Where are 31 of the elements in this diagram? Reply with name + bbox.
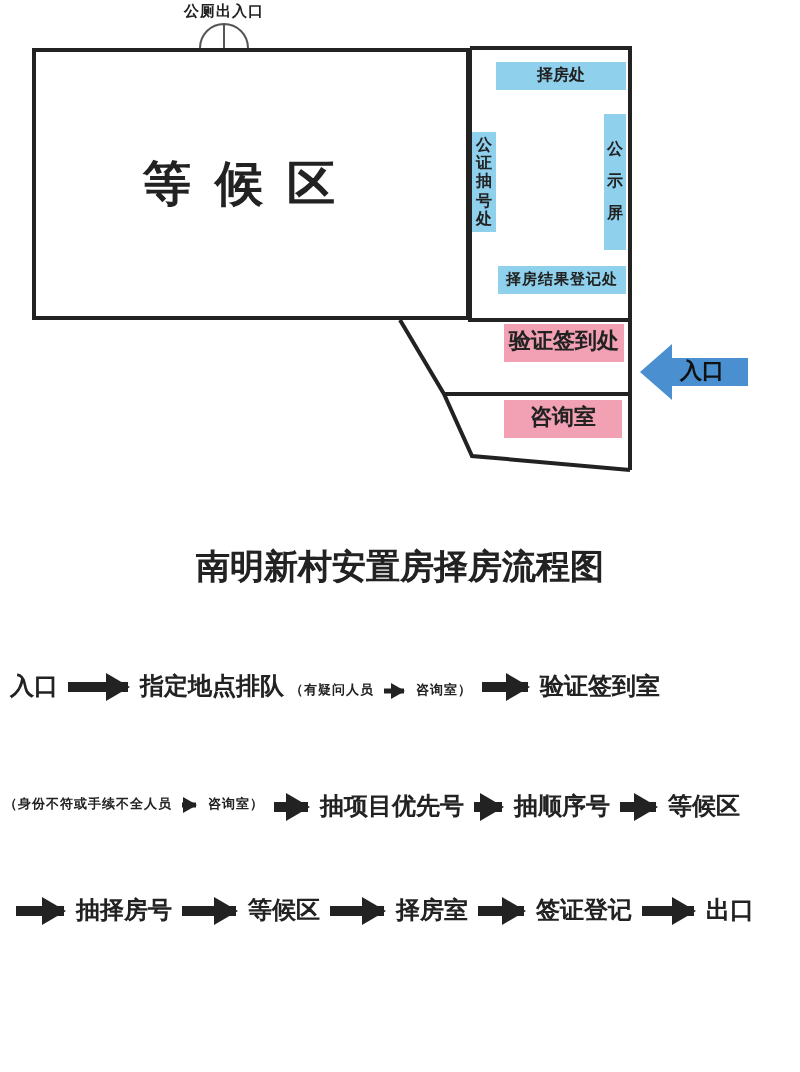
step-label: 择房室 — [396, 894, 468, 928]
arrow — [482, 673, 530, 701]
step-label: 等候区 — [668, 790, 740, 824]
arrow — [474, 793, 504, 821]
arrow — [182, 797, 197, 813]
room-label: 咨询室 — [504, 400, 622, 438]
step-label: 抽顺序号 — [514, 790, 610, 824]
arrow — [16, 897, 66, 925]
arrow — [642, 897, 696, 925]
room-label: 验证签到处 — [504, 324, 624, 362]
arrow — [68, 673, 130, 701]
waiting-room: 等候区 — [32, 48, 470, 320]
step-label: 签证登记 — [536, 894, 632, 928]
counter-label: 公证抽号处 — [472, 132, 496, 232]
display-screen: 公示屏 — [604, 114, 626, 250]
counter-label: 择房处 — [496, 62, 626, 90]
arrow — [274, 793, 310, 821]
step-label: 出口 — [706, 894, 754, 928]
step-label: 等候区 — [248, 894, 320, 928]
arrow — [182, 897, 238, 925]
step-label: 抽择房号 — [76, 894, 172, 928]
step-label: 抽项目优先号 — [320, 790, 464, 824]
arrow — [478, 897, 526, 925]
title: 南明新村安置房择房流程图 — [194, 546, 606, 590]
arrow — [620, 793, 658, 821]
entrance-arrow: 入口 — [640, 344, 748, 400]
arrow — [330, 897, 386, 925]
step-label: 入口 — [10, 670, 58, 704]
step-label: 验证签到室 — [540, 670, 660, 704]
step-label: 指定地点排队 — [140, 670, 284, 704]
arrow — [384, 683, 405, 699]
